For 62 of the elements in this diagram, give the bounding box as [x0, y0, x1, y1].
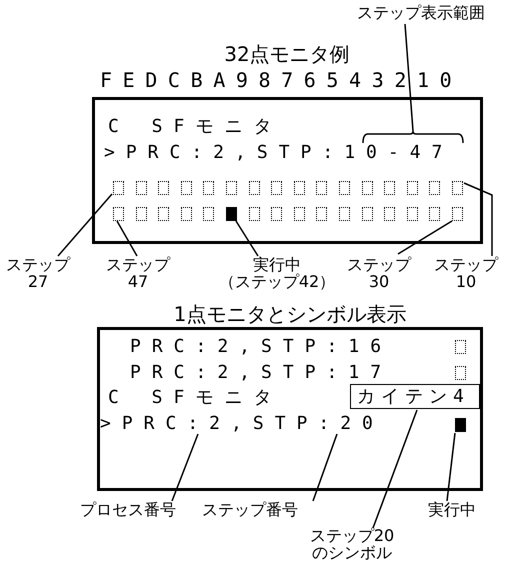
- lcd-square: [180, 181, 192, 195]
- lcd-square: [406, 207, 418, 221]
- lcd-square: [429, 181, 440, 195]
- lcd-square: [316, 207, 328, 221]
- panel-title: 1点モニタとシンボル表示: [174, 304, 406, 324]
- callout-label: ステップ番号: [198, 502, 302, 519]
- screen-text: PRC:2,STP:16: [130, 338, 392, 356]
- lcd-square: [452, 181, 463, 195]
- leader-line: [235, 220, 259, 256]
- lcd-square: [362, 181, 373, 195]
- leader-line: [171, 434, 199, 502]
- panel-title: 32点モニタ例: [224, 44, 350, 64]
- leader-line: [116, 220, 138, 256]
- lcd-square: [339, 181, 350, 195]
- lcd-square: [271, 207, 282, 221]
- callout-label: ステップ47: [101, 257, 175, 291]
- screen-text: >PRC:2,STP:20: [100, 415, 384, 433]
- screen-text: C SFモニタ: [108, 118, 282, 136]
- lcd-square: [339, 207, 350, 221]
- lcd-square: [271, 181, 282, 195]
- callout-label: プロセス番号: [76, 502, 180, 519]
- callout-label: 実行中: [424, 502, 480, 519]
- symbol-box: カイテン4: [350, 384, 480, 409]
- lcd-square: [113, 181, 124, 195]
- leader-line: [464, 182, 493, 256]
- lcd-square: [294, 181, 305, 195]
- lcd-square: [248, 181, 260, 195]
- lcd-square: [455, 340, 466, 354]
- lcd-square: [316, 181, 328, 195]
- callout-label: ステップ27: [1, 257, 75, 291]
- lcd-square: [158, 207, 170, 221]
- lcd-square: [406, 181, 418, 195]
- lcd-square: [294, 207, 305, 221]
- lcd-square: [362, 207, 373, 221]
- callout-label: ステップ30: [342, 257, 416, 291]
- active-square: [455, 418, 466, 432]
- screen-text: PRC:2,STP:17: [130, 364, 392, 382]
- lcd-square: [158, 181, 170, 195]
- lcd-square: [203, 207, 214, 221]
- lcd-square: [429, 207, 440, 221]
- leader-line: [312, 434, 338, 502]
- active-square: [226, 207, 237, 221]
- lcd-square: [136, 181, 147, 195]
- leader-line: [372, 410, 418, 528]
- callout-label: ステップ10: [429, 257, 503, 291]
- lcd-square: [248, 207, 260, 221]
- lcd-square: [180, 207, 192, 221]
- lcd-square: [452, 207, 463, 221]
- lcd-square: [113, 207, 124, 221]
- lcd-square: [384, 207, 396, 221]
- callout-label: ステップ表示範囲: [341, 5, 501, 22]
- callout-label: 実行中（ステップ42）: [213, 257, 341, 291]
- callout-label: ステップ20のシンボル: [310, 528, 394, 562]
- screen-text: >PRC:2,STP:10-47: [104, 144, 454, 162]
- lcd-square: [226, 181, 237, 195]
- screen-text: C SFモニタ: [108, 389, 282, 407]
- lcd-square: [136, 207, 147, 221]
- leader-line: [404, 24, 414, 132]
- leader-line: [446, 432, 456, 502]
- lcd-square: [455, 366, 466, 380]
- lcd-square: [384, 181, 396, 195]
- lcd-square: [203, 181, 214, 195]
